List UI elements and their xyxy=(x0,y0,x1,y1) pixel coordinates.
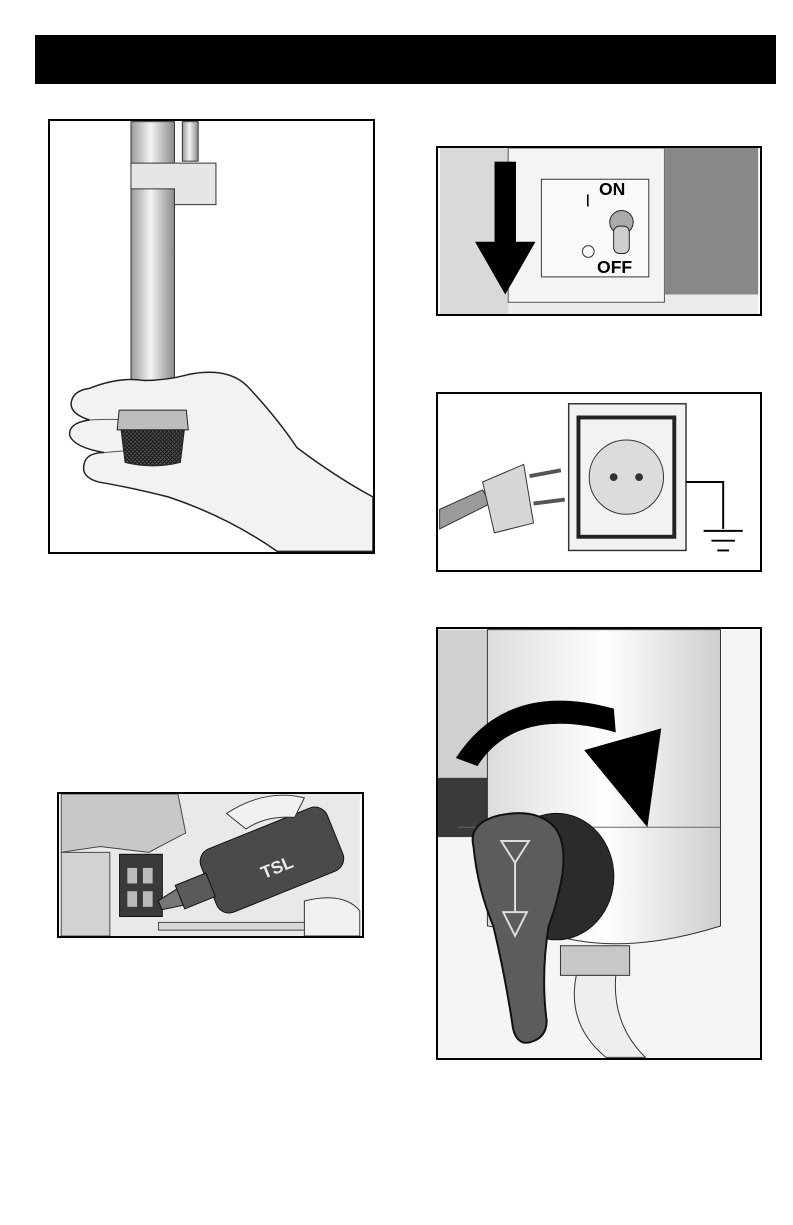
grounded-outlet-illustration xyxy=(438,394,760,570)
ground-symbol-icon xyxy=(686,482,743,550)
switch-on-label: ON xyxy=(599,179,625,199)
switch-on-symbol: I xyxy=(585,191,590,211)
switch-off-label: OFF xyxy=(597,257,632,277)
tsl-bottle-illustration: TSL xyxy=(59,794,362,936)
figure-grounded-outlet xyxy=(436,392,762,572)
figure-tsl-bottle: TSL xyxy=(57,792,364,938)
section-header-bar xyxy=(35,35,776,84)
figure-power-switch: I ON OFF xyxy=(436,146,762,316)
figure-prime-valve xyxy=(436,627,762,1060)
inlet-strainer-illustration xyxy=(50,121,373,552)
prime-valve-illustration xyxy=(438,629,760,1058)
figure-inlet-strainer xyxy=(48,119,375,554)
power-switch-illustration: I ON OFF xyxy=(438,148,760,314)
